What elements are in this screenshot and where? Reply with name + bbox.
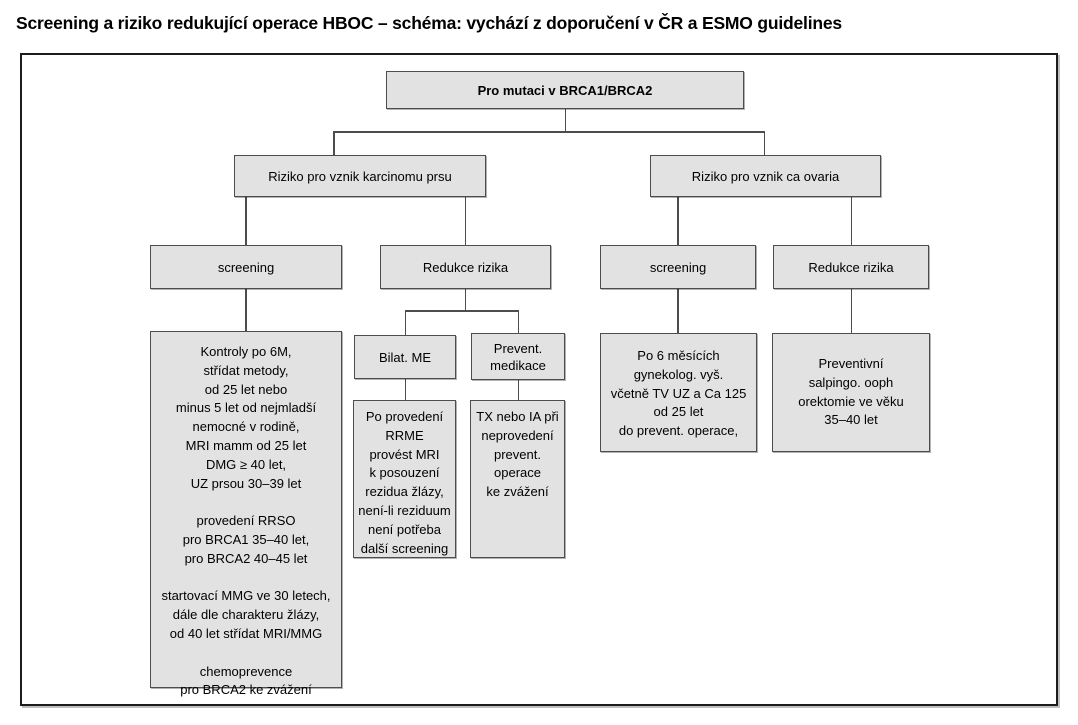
breast-screening-detail-node: Kontroly po 6M, střídat metody, od 25 le… (150, 331, 342, 697)
connector (850, 289, 852, 334)
ovary-risk-reduction-detail-node: Preventivní salpingo. ooph orektomie ve … (772, 333, 930, 452)
root-node: Pro mutaci v BRCA1/BRCA2 (386, 71, 744, 109)
connector (850, 197, 852, 246)
connector (245, 197, 247, 246)
ovary-screening-node: screening (600, 245, 756, 289)
connector (404, 310, 406, 336)
preventive-medication-detail-node: TX nebo IA při neprovedení prevent. oper… (470, 400, 565, 558)
connector (333, 131, 765, 133)
page-title: Screening a riziko redukující operace HB… (16, 13, 842, 33)
connector (763, 131, 765, 156)
connector (404, 379, 406, 401)
connector (517, 310, 519, 334)
connector (677, 197, 679, 246)
ovary-risk-node: Riziko pro vznik ca ovaria (650, 155, 881, 197)
bilateral-mastectomy-node: Bilat. ME (354, 335, 456, 379)
ovary-risk-reduction-node: Redukce rizika (773, 245, 929, 289)
connector (464, 197, 466, 246)
connector (564, 109, 566, 132)
bilateral-mastectomy-detail-node: Po provedení RRME provést MRI k posouzen… (353, 400, 456, 558)
connector (404, 310, 519, 312)
connector (464, 289, 466, 311)
breast-screening-node: screening (150, 245, 342, 289)
breast-risk-reduction-node: Redukce rizika (380, 245, 551, 289)
connector (677, 289, 679, 334)
connector (245, 289, 247, 332)
preventive-medication-node: Prevent. medikace (471, 333, 565, 380)
ovary-screening-detail-node: Po 6 měsících gynekolog. vyš. včetně TV … (600, 333, 757, 452)
connector (517, 380, 519, 401)
breast-risk-node: Riziko pro vznik karcinomu prsu (234, 155, 486, 197)
connector (333, 131, 335, 156)
